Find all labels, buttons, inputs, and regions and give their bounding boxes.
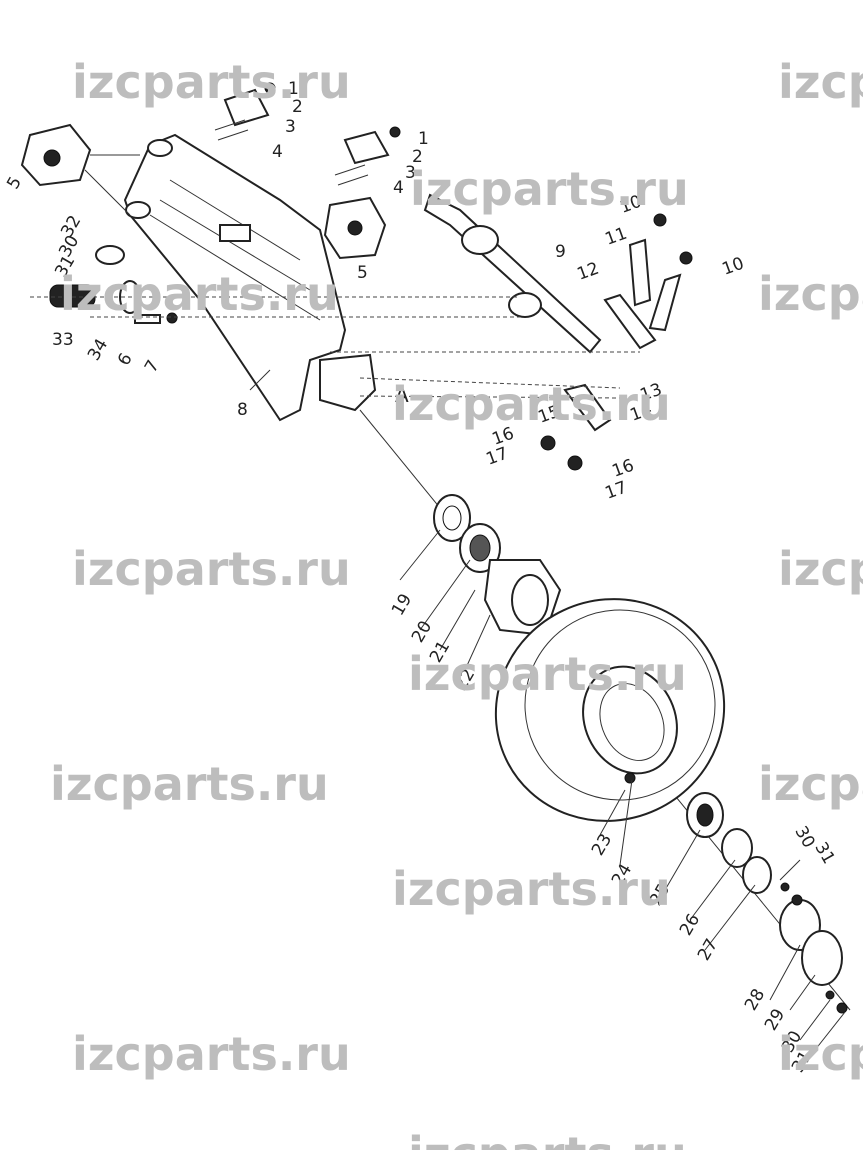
part-label: 19 [388, 590, 416, 619]
part-label: 1 [418, 129, 429, 149]
part-label: 16 [610, 456, 637, 482]
part-label: 17 [603, 478, 630, 504]
part-label: 3 [285, 117, 296, 137]
part-label: 17 [484, 444, 511, 470]
watermark: izcparts.ru [392, 862, 671, 916]
watermark: izcparts.ru [50, 757, 329, 811]
watermark: izcparts.ru [408, 1127, 687, 1150]
part-label: 5 [357, 263, 368, 283]
part-label: 3 [405, 163, 416, 183]
part-label: 5 [3, 173, 26, 192]
part-label: 8 [237, 400, 248, 420]
part-label: 2 [292, 97, 303, 117]
watermark: izcparts.ru [778, 542, 863, 596]
steering-knuckle [319, 353, 377, 412]
part-label: 7 [141, 357, 164, 376]
watermark: izcparts.ru [408, 647, 687, 701]
part-label: 27 [694, 935, 722, 964]
watermark: izcparts.ru [392, 377, 671, 431]
part-label: 34 [84, 335, 112, 364]
wheel-tire [494, 598, 726, 822]
part-label: 12 [575, 259, 602, 285]
part-label: 20 [408, 617, 436, 646]
part-label: 1 [288, 79, 299, 99]
part-label: 28 [741, 985, 769, 1014]
watermark: izcparts.ru [60, 267, 339, 321]
watermark: izcparts.ru [410, 162, 689, 216]
part-label: 26 [676, 910, 704, 939]
part-label: 9 [555, 242, 566, 262]
part-label: 23 [588, 830, 616, 859]
part-label: 2 [412, 147, 423, 167]
steering-cylinder [423, 193, 602, 354]
axle-beam [123, 133, 347, 422]
part-label: 10 [720, 254, 747, 280]
part-label: 6 [114, 350, 137, 369]
part-label: 4 [272, 142, 283, 162]
watermark: izcparts.ru [72, 542, 351, 596]
watermark: izcparts.ru [72, 1027, 351, 1081]
watermark: izcparts.ru [758, 267, 863, 321]
watermark: izcparts.ru [72, 55, 351, 109]
part-label: 4 [393, 178, 404, 198]
part-label: 33 [52, 330, 74, 350]
part-label: A [395, 383, 409, 407]
watermark: izcparts.ru [778, 1027, 863, 1081]
part-label: 11 [603, 224, 630, 250]
watermark: izcparts.ru [758, 757, 863, 811]
watermarks: izcparts.ru izcparts.ru izcparts.ru izcp… [50, 55, 863, 1150]
watermark: izcparts.ru [778, 55, 863, 109]
